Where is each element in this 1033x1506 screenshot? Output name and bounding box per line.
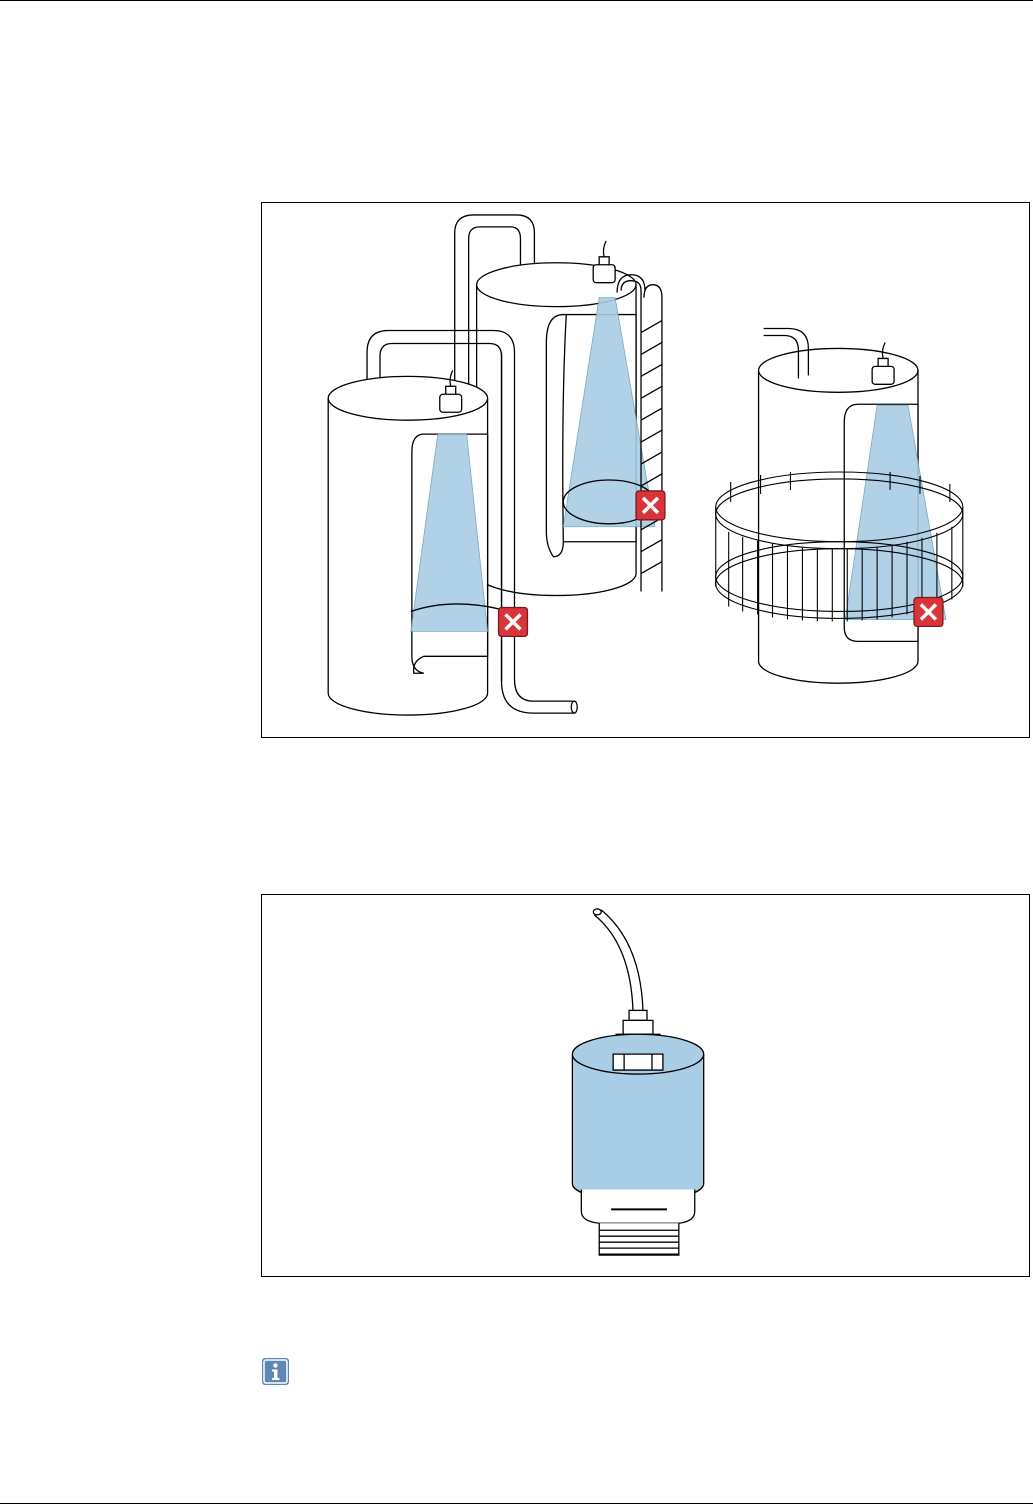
sensor-illustration: [262, 895, 1029, 1276]
left-tank: [328, 352, 501, 715]
footer-rule: [0, 1503, 1033, 1504]
sensor-housing-highlight: [572, 1034, 703, 1201]
tanks-illustration: [262, 203, 1029, 737]
figure-tanks: [261, 202, 1030, 738]
middle-tank: [477, 241, 655, 596]
x-marker: [499, 607, 528, 636]
x-marker: [636, 491, 665, 520]
right-tank: [759, 329, 946, 684]
info-icon: [262, 1358, 289, 1385]
x-marker: [914, 598, 943, 627]
figure-sensor: [261, 894, 1030, 1277]
sensor-cable: [593, 909, 643, 1012]
header-rule: [0, 0, 1033, 1]
sensor-base: [581, 1189, 694, 1255]
